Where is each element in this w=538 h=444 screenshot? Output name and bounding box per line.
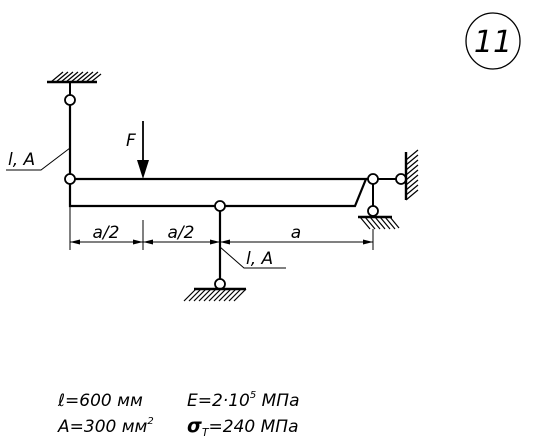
lower-rod-label: l, A: [246, 249, 273, 269]
dimension-a-full: a: [291, 223, 301, 243]
dimension-arrows: [70, 239, 373, 245]
given-data: ℓ=600 мм A=300 мм2 E=2·105 МПа σT=240 МП…: [57, 390, 300, 439]
hinge-right-beam: [367, 173, 379, 185]
dimension-a-half-2: a/2: [168, 223, 195, 243]
given-modulus: E=2·105 МПа: [187, 390, 300, 411]
dimension-a-half-1: a/2: [93, 223, 120, 243]
problem-number: 11: [474, 25, 512, 60]
hinge-top-support: [64, 94, 76, 106]
upper-rod-label: l, A: [8, 150, 35, 170]
upper-rod-leader: [6, 147, 71, 171]
hinge-rod-beam: [64, 173, 76, 185]
right-ground-support: [358, 184, 400, 230]
bottom-support: [183, 278, 247, 302]
hinge-lower-rod-top: [214, 200, 226, 212]
problem-number-badge: 11: [465, 12, 521, 70]
force-label: F: [126, 131, 136, 151]
top-left-support: [47, 71, 102, 100]
rigid-beam: [68, 177, 368, 208]
force-arrow: [137, 121, 149, 179]
given-yield-stress: σT=240 МПа: [187, 415, 299, 439]
lower-rod-leader: [219, 246, 286, 269]
given-area: A=300 мм2: [57, 416, 154, 437]
right-wall-support: [378, 149, 419, 201]
given-length: ℓ=600 мм: [57, 391, 143, 411]
